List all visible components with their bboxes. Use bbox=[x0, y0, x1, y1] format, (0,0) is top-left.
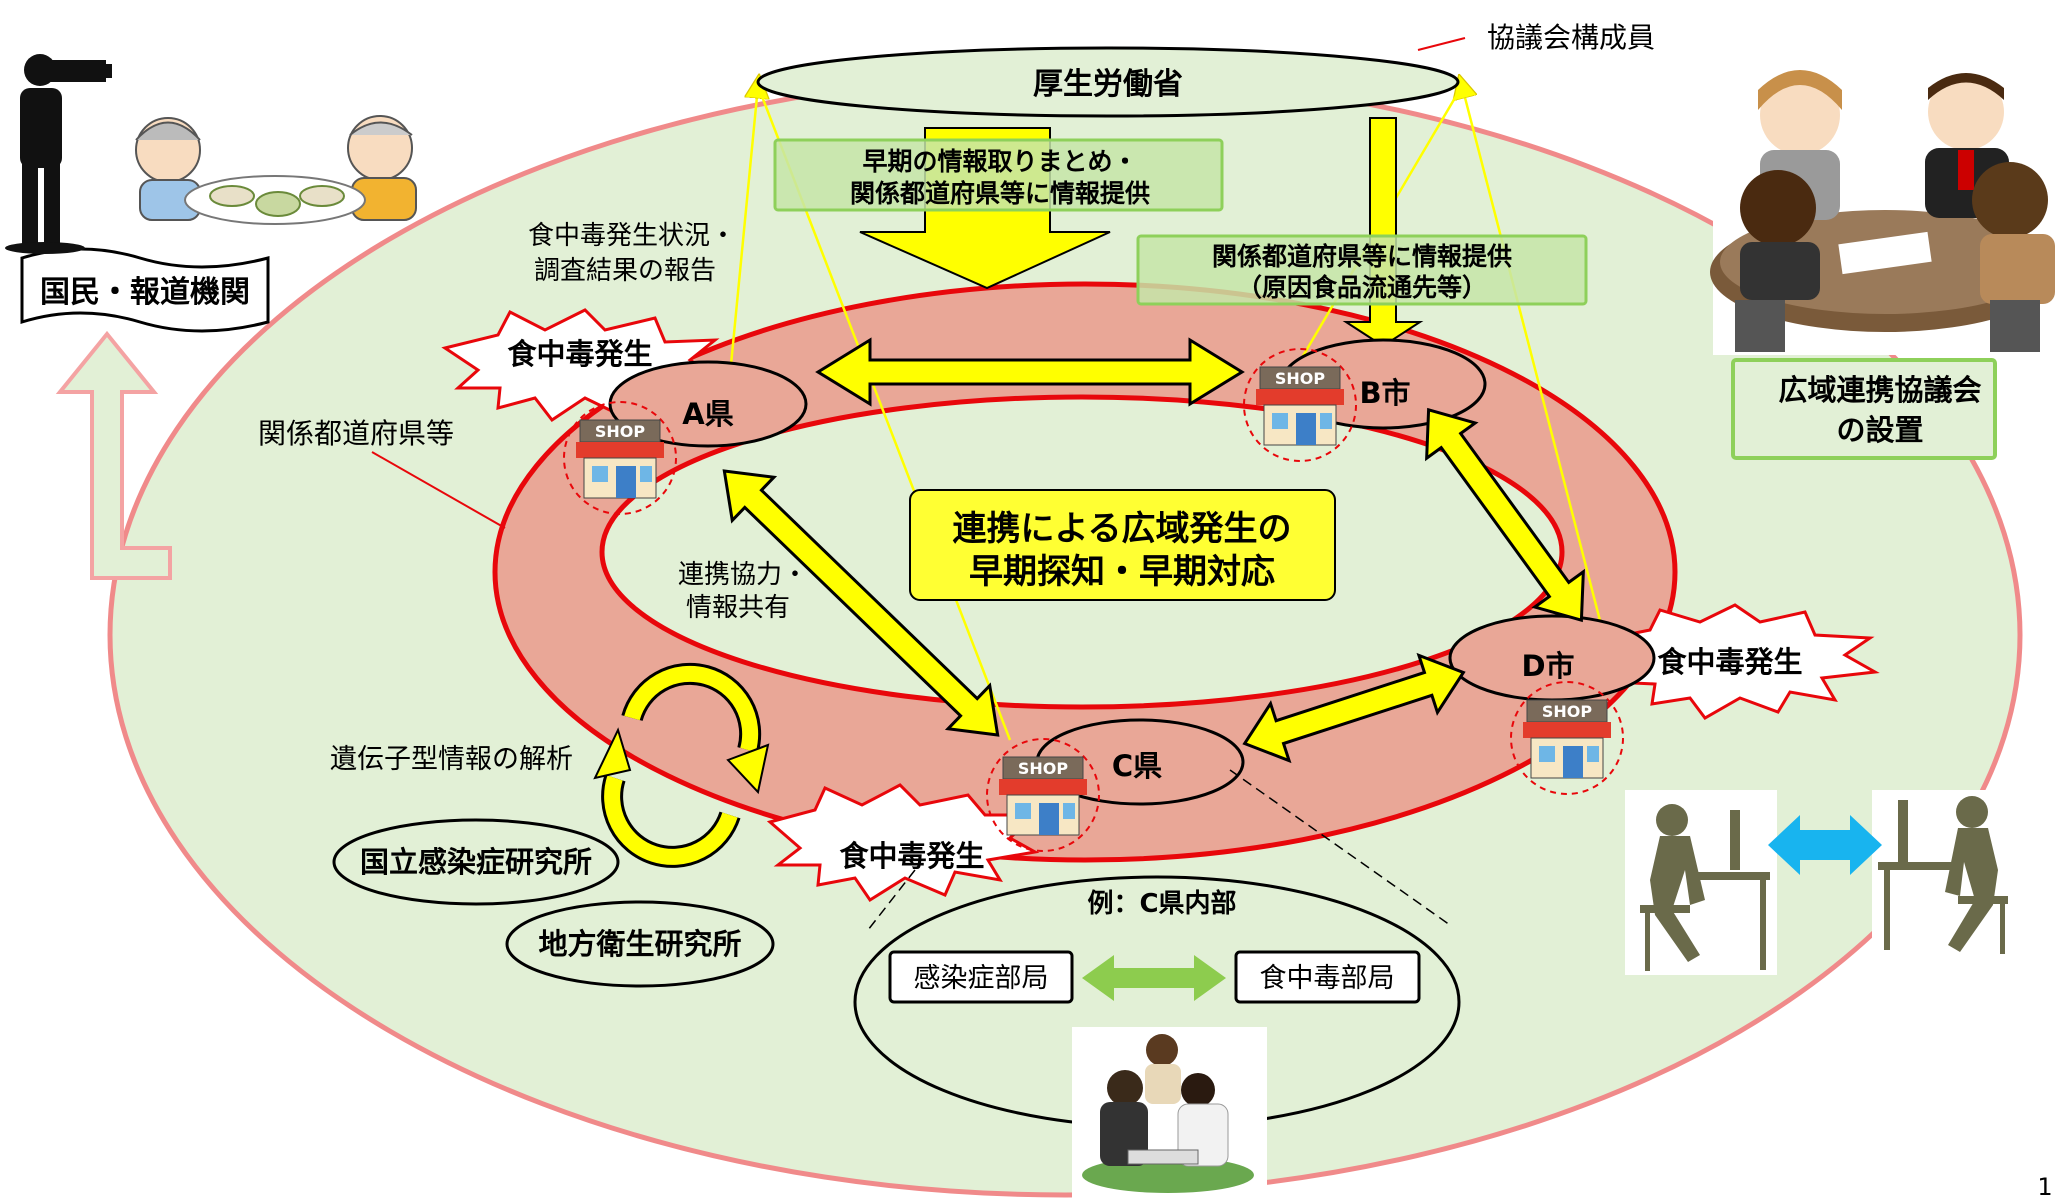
shop-icon-a: SHOP bbox=[563, 401, 677, 515]
niid-ellipse bbox=[332, 818, 620, 906]
outbreak-label-c: 食中毒発生 bbox=[839, 839, 984, 873]
council-setup-box bbox=[1731, 358, 1997, 460]
council-setup-line-2: の設置 bbox=[1836, 413, 1923, 447]
center-box-line-1: 連携による広域発生の bbox=[953, 509, 1292, 549]
outbreak-label-d: 食中毒発生 bbox=[1657, 645, 1802, 679]
local-institute-ellipse bbox=[505, 900, 775, 988]
d-city-label: D市 bbox=[1521, 649, 1574, 683]
infection-dept-label: 感染症部局 bbox=[914, 963, 1049, 994]
computer-worker-right-icon bbox=[1872, 790, 2022, 955]
arrow-a-b bbox=[815, 337, 1245, 407]
center-box-line-2: 早期探知・早期対応 bbox=[969, 552, 1275, 592]
worker-link-arrow bbox=[1768, 815, 1882, 875]
genotype-label: 遺伝子型情報の解析 bbox=[330, 744, 573, 775]
food-dept-box bbox=[1234, 950, 1421, 1004]
c-internal-label: 例：C県内部 bbox=[1087, 889, 1236, 919]
cameraman-icon bbox=[5, 54, 112, 254]
infection-dept-box bbox=[888, 950, 1074, 1004]
outbreak-label-a: 食中毒発生 bbox=[507, 337, 652, 371]
shop-sign-b: SHOP bbox=[1275, 369, 1326, 388]
elderly-dining-icon bbox=[135, 115, 417, 225]
shop-icon-d: SHOP bbox=[1510, 681, 1624, 795]
food-dept-label: 食中毒部局 bbox=[1260, 963, 1395, 994]
shop-sign-d: SHOP bbox=[1542, 702, 1593, 721]
report-line-a bbox=[728, 86, 758, 376]
prefectures-pointer bbox=[371, 451, 506, 529]
outbreak-burst-c bbox=[766, 783, 1040, 903]
shop-sign-a: SHOP bbox=[595, 422, 646, 441]
zoom-line-left bbox=[867, 869, 916, 931]
early-info-box bbox=[773, 138, 1224, 212]
arrow-b-d bbox=[1425, 407, 1585, 623]
niid-label: 国立感染症研究所 bbox=[360, 845, 592, 879]
council-member-pointer bbox=[1417, 37, 1466, 51]
public-feedback-arrow bbox=[55, 330, 172, 580]
meeting-icon bbox=[1710, 55, 2055, 355]
c-pref-label: C県 bbox=[1112, 749, 1162, 783]
b-info-box bbox=[1136, 234, 1588, 306]
council-member-label: 協議会構成員 bbox=[1487, 21, 1655, 54]
report-label-line-1: 食中毒発生状況・ bbox=[528, 221, 736, 251]
arrow-a-c bbox=[722, 469, 1000, 737]
public-press-scroll: 国民・報道機関 bbox=[20, 247, 270, 333]
cooperation-label-1: 連携協力・ bbox=[678, 560, 808, 590]
b-info-line-1: 関係都道府県等に情報提供 bbox=[1212, 242, 1512, 271]
early-info-line-1: 早期の情報取りまとめ・ bbox=[862, 147, 1137, 176]
outbreak-burst-d bbox=[1596, 603, 1880, 720]
center-box bbox=[909, 489, 1336, 601]
shop-icon-c: SHOP bbox=[986, 738, 1100, 852]
arrow-c-d bbox=[1242, 652, 1466, 764]
computer-worker-left-icon bbox=[1625, 790, 1777, 975]
b-city-label: B市 bbox=[1359, 376, 1410, 410]
council-setup-line-1: 広域連携協議会 bbox=[1778, 373, 1981, 407]
early-info-line-2: 関係都道府県等に情報提供 bbox=[850, 179, 1150, 208]
shop-icon-b: SHOP bbox=[1243, 348, 1357, 462]
zoom-line-right bbox=[1229, 769, 1451, 926]
shop-sign-c: SHOP bbox=[1018, 759, 1069, 778]
mhlw-to-b-arrow bbox=[1342, 117, 1424, 348]
report-line-d bbox=[1462, 86, 1607, 641]
genotype-cycle-icon bbox=[593, 662, 770, 868]
cooperation-label-2: 情報共有 bbox=[686, 593, 790, 623]
mhlw-ellipse bbox=[756, 46, 1460, 118]
dept-link-arrow bbox=[1082, 955, 1226, 1001]
mhlw-label: 厚生労働省 bbox=[1033, 67, 1183, 102]
report-label-line-2: 調査結果の報告 bbox=[534, 256, 716, 286]
prefectures-label: 関係都道府県等 bbox=[258, 417, 454, 450]
b-info-line-2: （原因食品流通先等） bbox=[1237, 273, 1487, 302]
public-label: 国民・報道機関 bbox=[40, 275, 250, 310]
local-institute-label: 地方衛生研究所 bbox=[538, 927, 741, 961]
team-laptop-icon bbox=[1072, 1027, 1267, 1200]
a-pref-label: A県 bbox=[682, 397, 733, 431]
page-number: 1 bbox=[2037, 1173, 2052, 1200]
